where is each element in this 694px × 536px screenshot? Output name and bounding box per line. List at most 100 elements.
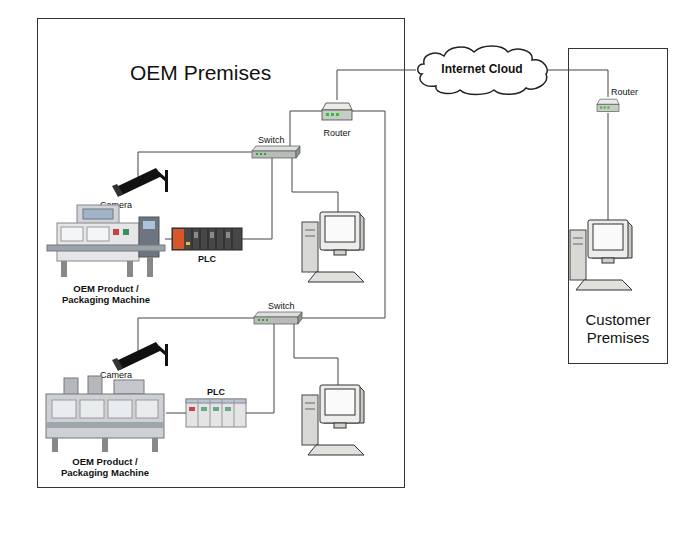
switch-icon [260,153,262,155]
machine-illustration [61,227,83,241]
plc-icon [186,399,246,427]
computer-icon [308,272,364,282]
plc-icon [200,229,201,249]
computer-icon [302,222,318,272]
plc: PLC [186,399,246,427]
switch-icon [264,153,266,155]
camera-icon [112,184,123,197]
node-label: OEM Product / Packaging Machine [54,283,158,306]
packaging-machine: OEM Product / Packaging Machine [47,203,165,279]
machine-illustration [108,400,132,418]
computer-icon [576,280,632,290]
computer-icon [308,445,364,455]
switch-icon [252,146,300,158]
router-icon [336,113,339,116]
network-link [337,70,416,100]
machine-illustration [47,203,165,279]
machine-illustration [77,205,119,225]
node-label: Switch [258,135,285,146]
router-icon [322,100,352,122]
node-label: OEM Product / Packaging Machine [53,456,157,479]
plc-icon [222,399,223,427]
network-wire [292,158,338,212]
plc-icon [224,229,225,249]
camera-icon [138,338,139,351]
camera-icon [165,344,168,366]
computer-icon [570,230,586,280]
switch-icon [258,319,260,321]
machine-illustration [102,438,108,452]
plc-icon [172,228,242,250]
computer-icon [570,220,632,290]
machine-illustration [127,261,133,277]
switch-icon [252,151,296,158]
network-link [290,111,322,146]
machine-illustration [52,438,58,452]
plc-icon [201,407,207,411]
camera-icon [138,164,139,177]
network-link [138,318,254,338]
network-wire [608,113,609,220]
switch-icon [254,312,302,324]
machine-illustration [83,209,113,219]
plc-icon [225,407,231,411]
router-icon [597,99,619,104]
network-link [242,158,272,239]
premises-boundary: Customer PremisesRouter [568,48,668,364]
switch-icon [266,319,268,321]
computer-icon [602,258,614,263]
node-label: Router [611,87,638,98]
router-icon [604,106,606,108]
router-icon [322,110,352,120]
node-label: PLC [186,387,246,398]
network-wire [292,113,608,385]
machine-illustration [87,227,109,241]
camera-icon [112,338,172,372]
computer-icon [305,236,315,237]
computer-icon [302,212,364,282]
network-link [166,413,186,414]
internet-cloud: Internet Cloud [416,44,548,96]
network-link [246,324,274,413]
switch-icon [262,319,264,321]
plc-icon [186,399,246,427]
plc-icon [210,399,211,427]
plc-icon [173,229,184,249]
camera-icon [112,358,123,371]
router-icon [597,97,619,113]
machine-illustration [46,394,164,438]
machine-illustration [61,261,67,277]
machine-illustration [152,438,158,452]
computer-icon [305,230,315,231]
network-link [138,152,252,164]
plc-icon [189,407,195,411]
computer-icon [334,423,346,428]
plc-icon [213,407,219,411]
node-label: Camera [100,370,132,381]
plc-icon [232,229,233,249]
machine-illustration [114,380,144,394]
computer-icon [593,224,623,250]
plc-icon [208,229,209,249]
network-link [302,111,385,318]
machine-illustration [113,229,119,235]
machine-illustration [64,378,78,396]
router-icon [607,106,609,108]
machine-illustration [143,221,155,229]
network-switch: Switch [254,312,302,324]
plc-icon [198,399,199,427]
router-icon [597,104,619,111]
machine-illustration [52,400,76,418]
node-label: PLC [172,254,242,265]
router-icon [331,113,334,116]
switch-icon [256,153,258,155]
switch-icon [296,146,300,158]
node-label: OEM Premises [130,60,271,85]
packaging-machine: OEM Product / Packaging Machine [44,376,166,454]
plc: PLC [172,228,242,250]
switch-icon [298,312,302,324]
plc-icon [172,228,242,250]
plc-icon [216,229,217,249]
